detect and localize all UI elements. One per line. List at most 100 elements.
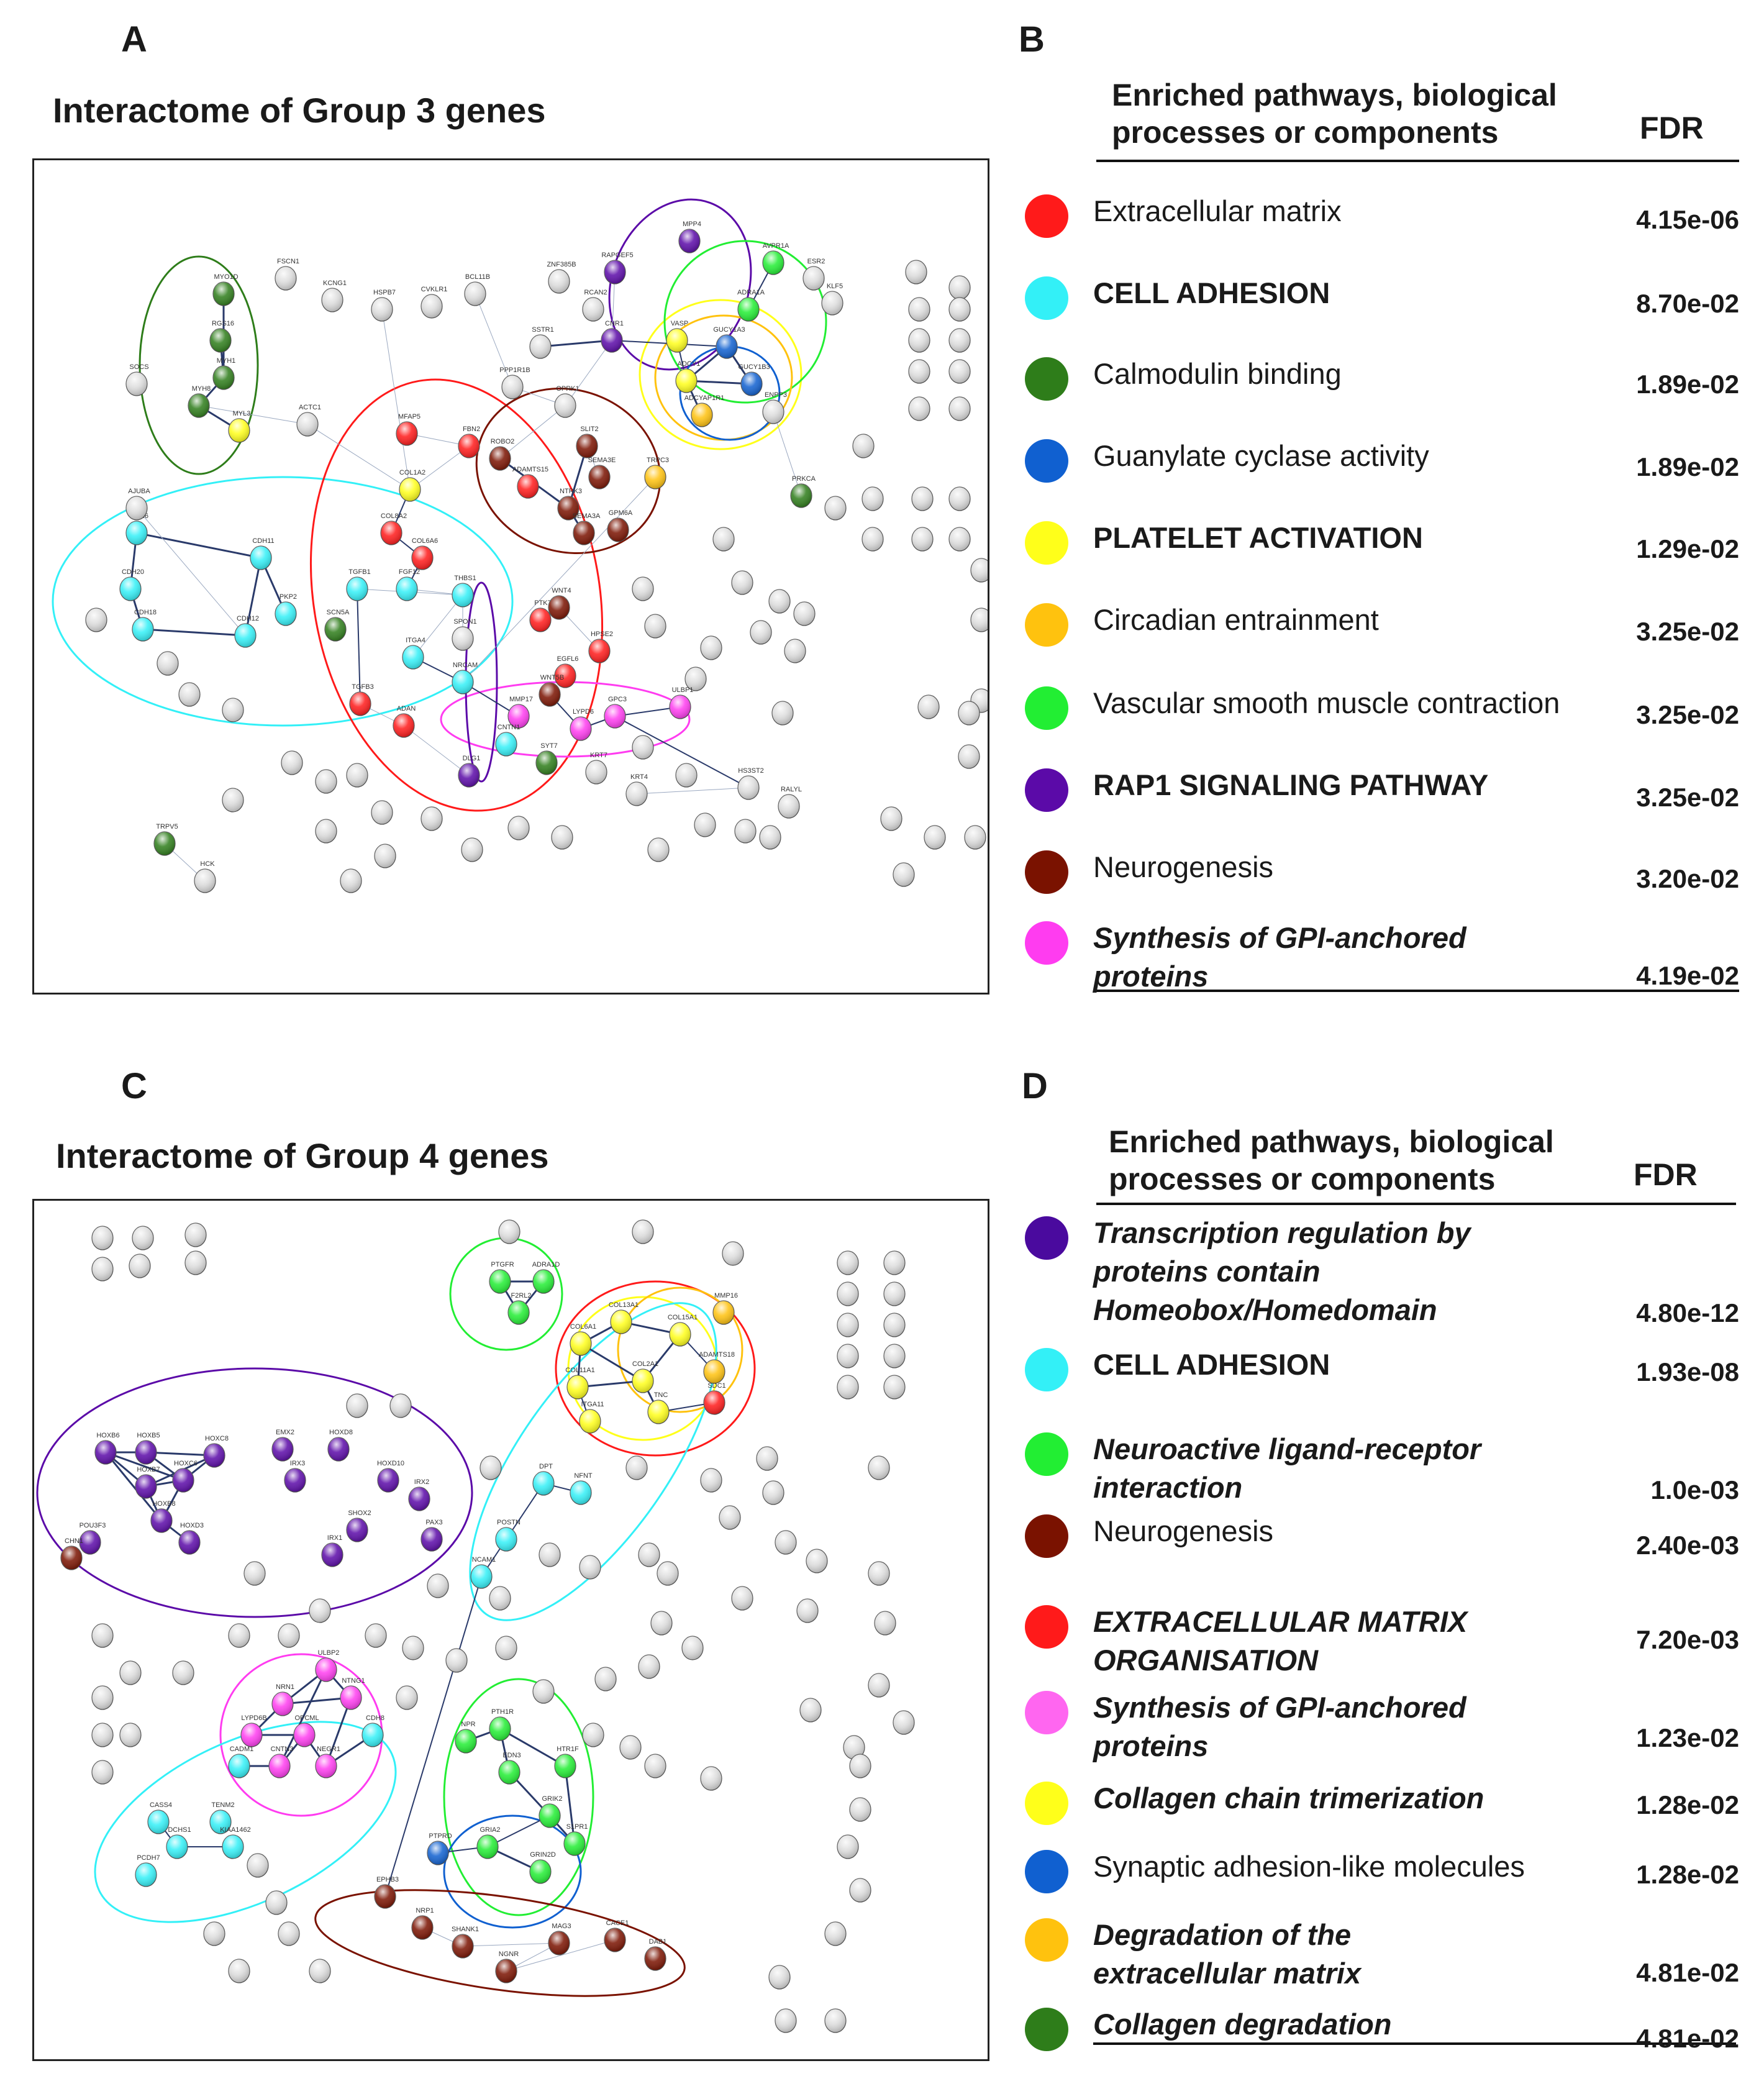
network-a-node-55: SCN5A	[324, 609, 350, 642]
svg-text:NEGR1: NEGR1	[317, 1746, 340, 1753]
network-c-node-14: HOXB6	[94, 1432, 120, 1465]
svg-text:CHN1: CHN1	[65, 1537, 83, 1545]
network-c-extra-node-27	[756, 1446, 778, 1471]
network-a-node-44: FGF12	[396, 568, 420, 601]
network-a-extra-node-55	[551, 825, 573, 850]
svg-text:ACTC1: ACTC1	[299, 404, 321, 411]
network-a-graph: MYO1DRGS16MYH1MYH8MYL3SOCSACTC1FSCN1KCNG…	[52, 198, 988, 893]
table-b-top-rule	[1096, 160, 1739, 162]
svg-text:SHANK1: SHANK1	[452, 1926, 479, 1933]
network-c-node-48: KIAA1462	[220, 1826, 251, 1859]
network-c-extra-node-5	[129, 1254, 151, 1278]
network-a-node-61: EGFL6	[554, 655, 578, 688]
network-c-extra-node-45	[619, 1735, 642, 1760]
table-d-row-label-5: EXTRACELLULAR MATRIX ORGANISATION	[1093, 1605, 1468, 1677]
network-a-extra-node-17	[948, 527, 971, 552]
network-c-node-30: PAX3	[421, 1519, 443, 1552]
network-c-extra-node-61	[91, 1723, 114, 1747]
table-b-legend-dot-2	[1025, 276, 1068, 320]
network-a-node-25: ADCY1	[675, 360, 700, 393]
network-a-node-23: VASP	[666, 320, 688, 353]
svg-text:COL15A1: COL15A1	[668, 1314, 698, 1321]
network-a-edge-55	[773, 411, 802, 496]
network-a-node-33: ROBO2	[489, 438, 514, 471]
svg-text:GPM6A: GPM6A	[609, 509, 633, 517]
network-a-node-20: RCAN2	[582, 289, 607, 322]
network-a-node-56: ITGA4	[402, 637, 425, 670]
network-c-node-16: HOXC8	[203, 1435, 229, 1468]
table-d-row-label-3: Neuroactive ligand-receptor interaction	[1093, 1432, 1481, 1504]
network-a-extra-node-4	[908, 297, 930, 322]
network-c-extra-node-56	[495, 1636, 517, 1660]
svg-text:ULBP2: ULBP2	[318, 1649, 340, 1657]
network-a-node-5: MYL3	[228, 410, 250, 443]
svg-text:OPRK1: OPRK1	[556, 385, 579, 393]
degradation-ecm-ellipse	[617, 1286, 743, 1413]
table-d-legend-dot-7	[1025, 1782, 1068, 1825]
svg-text:COL13A1: COL13A1	[609, 1301, 639, 1309]
network-c-node-1: PTGFR	[489, 1261, 514, 1294]
svg-text:PAX3: PAX3	[425, 1519, 442, 1526]
network-a-extra-node-9	[948, 359, 971, 384]
svg-text:SYT7: SYT7	[540, 742, 558, 750]
network-c-node-52: HTR1F	[554, 1746, 579, 1778]
network-a-extra-node-31	[644, 614, 666, 639]
table-b-row-fdr-6: 3.25e-02	[1636, 617, 1739, 646]
network-c-node-51: EDN3	[498, 1752, 521, 1785]
network-c-extra-node-16	[837, 1344, 859, 1368]
network-c-edge-7	[580, 1342, 643, 1382]
network-a-edge-46	[475, 293, 513, 388]
svg-text:PCDH7: PCDH7	[137, 1854, 160, 1862]
svg-text:HPSE2: HPSE2	[591, 630, 613, 638]
network-a-node-45: TGFB1	[346, 568, 371, 601]
svg-text:ULBP1: ULBP1	[672, 686, 694, 694]
network-c-extra-node-30	[775, 1530, 797, 1555]
svg-text:ITGA11: ITGA11	[581, 1401, 604, 1408]
network-a-node-47: SPON1	[452, 618, 477, 651]
panel-letter-d: D	[1022, 1066, 1048, 1106]
svg-text:HOXB7: HOXB7	[137, 1466, 160, 1473]
network-c-extra-node-80	[849, 1878, 871, 1903]
network-a-extra-node-26	[964, 825, 986, 850]
svg-text:GRIK2: GRIK2	[542, 1795, 562, 1803]
network-c-node-23: EMX2	[271, 1429, 294, 1462]
table-d-row-fdr-9: 4.81e-02	[1636, 1958, 1739, 1987]
network-a-extra-node-42	[178, 682, 201, 707]
table-b-row-label-7: Vascular smooth muscle contraction	[1093, 686, 1560, 719]
network-a-extra-node-39	[771, 701, 794, 726]
table-b-legend-dot-6	[1025, 603, 1068, 647]
table-d-header-label: Enriched pathways, biological processes …	[1109, 1124, 1554, 1196]
network-c-extra-node-77	[775, 2008, 797, 2033]
network-c-node-54: S1PR1	[563, 1823, 588, 1856]
network-c-node-38: LYPD6B	[240, 1714, 267, 1747]
svg-text:HCK: HCK	[200, 860, 215, 868]
network-a-node-57: NRCAM	[452, 662, 478, 694]
table-b-row-fdr-1: 4.15e-06	[1636, 205, 1739, 234]
svg-text:KRT7: KRT7	[590, 752, 607, 759]
table-d-row-fdr-8: 1.28e-02	[1636, 1860, 1739, 1889]
network-c-node-17: HOXC6	[172, 1460, 198, 1493]
network-c-extra-node-49	[579, 1555, 601, 1580]
network-c-node-24: HOXD8	[327, 1429, 353, 1462]
network-a-extra-node-50	[315, 819, 337, 844]
svg-text:AVPR1A: AVPR1A	[763, 242, 789, 250]
network-c-node-11: SDC1	[703, 1382, 726, 1415]
network-c-edge-27	[282, 1696, 352, 1705]
network-a-extra-node-3	[948, 275, 971, 300]
network-c-extra-node-21	[389, 1393, 412, 1418]
table-d-row-fdr-7: 1.28e-02	[1636, 1790, 1739, 1819]
table-b-row-label-1: Extracellular matrix	[1093, 194, 1342, 227]
svg-text:NRN1: NRN1	[276, 1683, 294, 1691]
network-c-extra-node-42	[638, 1654, 660, 1679]
network-a-extra-node-29	[852, 434, 875, 458]
network-c-node-6: COL15A1	[668, 1314, 698, 1347]
network-c-extra-node-19	[883, 1375, 906, 1400]
network-a-node-30: OPRK1	[554, 385, 580, 418]
table-b-legend-dot-10	[1025, 921, 1068, 965]
svg-text:KLF5: KLF5	[827, 283, 843, 290]
network-a-node-35: SEMA3E	[588, 457, 616, 489]
table-b-legend-dot-5	[1025, 521, 1068, 565]
network-c-node-2: ADRA1D	[532, 1261, 560, 1294]
network-c-extra-node-14	[837, 1313, 859, 1337]
